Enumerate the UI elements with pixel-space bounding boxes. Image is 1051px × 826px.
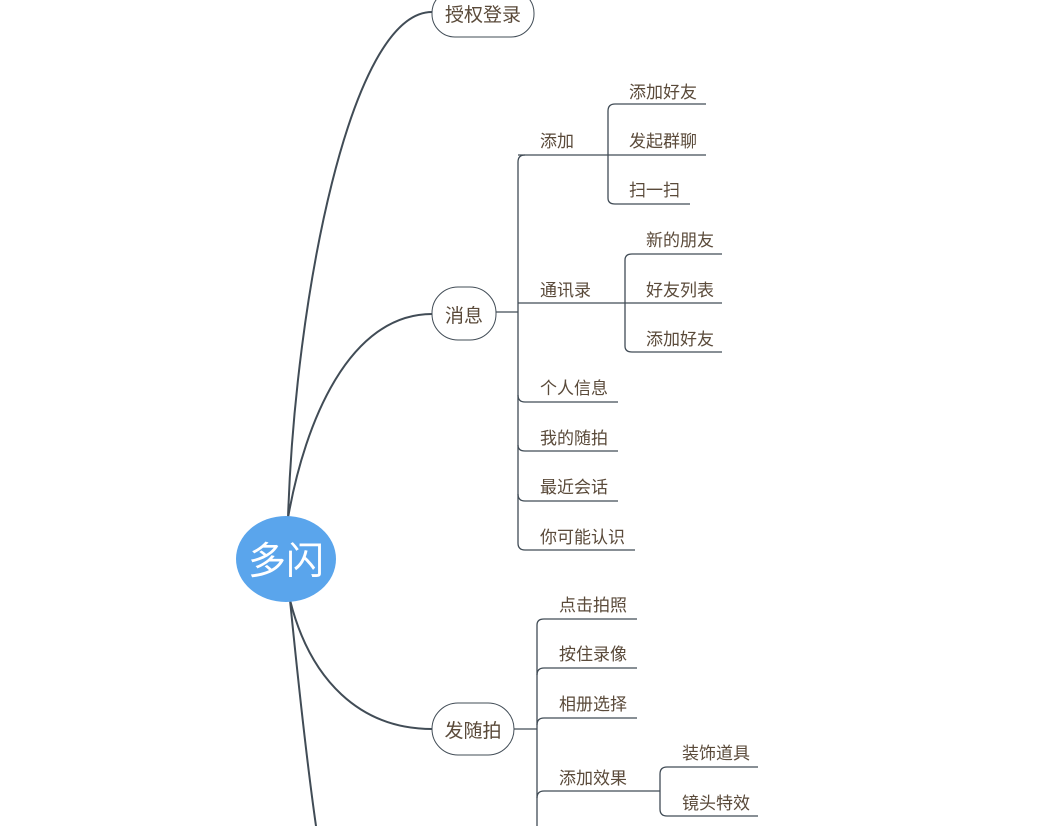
label-contacts[interactable]: 通讯录 bbox=[540, 281, 591, 301]
label-effects[interactable]: 添加效果 bbox=[559, 769, 627, 789]
label-group-chat[interactable]: 发起群聊 bbox=[629, 132, 697, 152]
label-album[interactable]: 相册选择 bbox=[559, 695, 627, 715]
label-personal-info[interactable]: 个人信息 bbox=[540, 379, 608, 399]
node-snap[interactable] bbox=[431, 702, 515, 756]
label-may-know[interactable]: 你可能认识 bbox=[540, 528, 625, 548]
label-my-snaps[interactable]: 我的随拍 bbox=[540, 429, 608, 449]
connector-root-bottom bbox=[289, 599, 317, 826]
messages-spine bbox=[496, 154, 526, 551]
label-snap: 发随拍 bbox=[444, 720, 501, 742]
label-messages: 消息 bbox=[445, 305, 483, 327]
label-add[interactable]: 添加 bbox=[540, 132, 574, 152]
effects-spine bbox=[659, 766, 758, 817]
label-hold-record[interactable]: 按住录像 bbox=[559, 645, 627, 665]
label-add-friend[interactable]: 添加好友 bbox=[629, 83, 697, 103]
label-add-friend-2[interactable]: 添加好友 bbox=[646, 330, 714, 350]
root-label: 多闪 bbox=[248, 539, 324, 583]
label-login: 授权登录 bbox=[445, 4, 521, 26]
underline-personal-info bbox=[517, 394, 618, 403]
contacts-spine bbox=[600, 253, 633, 353]
underline-my-snaps bbox=[517, 444, 618, 452]
label-friend-list[interactable]: 好友列表 bbox=[646, 281, 714, 301]
label-new-friends[interactable]: 新的朋友 bbox=[646, 231, 714, 251]
label-take-photo[interactable]: 点击拍照 bbox=[559, 596, 627, 616]
underline-recent-chats bbox=[517, 493, 618, 502]
root-node[interactable] bbox=[236, 516, 336, 602]
label-recent-chats[interactable]: 最近会话 bbox=[540, 478, 608, 498]
underline-album bbox=[536, 717, 637, 726]
underline-hold-record bbox=[536, 667, 637, 676]
connector-root-snap bbox=[289, 599, 433, 730]
label-scan[interactable]: 扫一扫 bbox=[629, 181, 680, 201]
add-spine bbox=[585, 103, 616, 205]
snap-spine bbox=[514, 618, 545, 826]
label-decor-props[interactable]: 装饰道具 bbox=[682, 744, 750, 764]
node-messages[interactable] bbox=[431, 286, 497, 341]
connector-root-login bbox=[287, 11, 433, 519]
underline-effects bbox=[536, 790, 660, 799]
node-login[interactable] bbox=[431, 0, 535, 38]
connector-root-messages bbox=[287, 313, 433, 519]
label-lens-effects[interactable]: 镜头特效 bbox=[682, 794, 750, 814]
